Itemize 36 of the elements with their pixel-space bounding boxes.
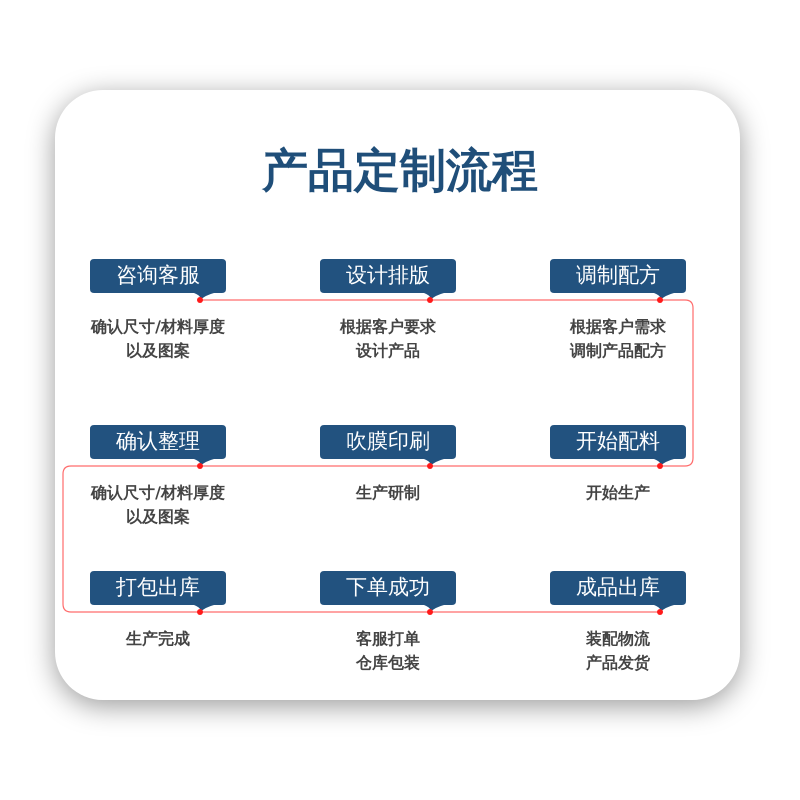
- step-description: 根据客户要求设计产品: [338, 316, 437, 362]
- connector-line: [660, 299, 694, 467]
- step-tag: [550, 571, 686, 615]
- step-tag: [320, 425, 456, 469]
- step-title: 吹膜印刷: [345, 428, 431, 456]
- step-tag: [90, 259, 226, 303]
- step-tag: [90, 571, 226, 615]
- step-tag: [320, 259, 456, 303]
- step-tag: [550, 259, 686, 303]
- step-description: 生产研制: [354, 482, 421, 504]
- step-title: 打包出库: [115, 574, 201, 602]
- connector-line: [200, 611, 430, 613]
- step-description: 开始生产: [585, 482, 651, 504]
- step-tag: [320, 571, 456, 615]
- step-title: 确认整理: [115, 428, 201, 456]
- step-description: 根据客户需求调制产品配方: [568, 316, 667, 362]
- step-title: 开始配料: [575, 428, 661, 456]
- step-tag: [550, 425, 686, 469]
- step-description: 确认尺寸/材料厚度以及图案: [90, 482, 226, 528]
- connector-line: [430, 611, 660, 613]
- connector-line: [62, 465, 200, 613]
- step-title: 设计排版: [345, 262, 431, 290]
- step-title: 咨询客服: [115, 262, 201, 290]
- step-title: 调制配方: [575, 262, 661, 290]
- connector-line: [430, 299, 660, 301]
- step-title: 下单成功: [345, 574, 431, 602]
- connector-line: [430, 465, 660, 467]
- step-description: 客服打单仓库包装: [354, 628, 421, 674]
- connector-line: [200, 465, 430, 467]
- title: 产品定制流程: [260, 142, 539, 199]
- step-description: 生产完成: [124, 628, 191, 650]
- step-title: 成品出库: [575, 574, 661, 602]
- step-description: 装配物流产品发货: [585, 628, 651, 674]
- step-tag: [90, 425, 226, 469]
- connector-line: [200, 299, 430, 301]
- step-description: 确认尺寸/材料厚度以及图案: [90, 316, 226, 362]
